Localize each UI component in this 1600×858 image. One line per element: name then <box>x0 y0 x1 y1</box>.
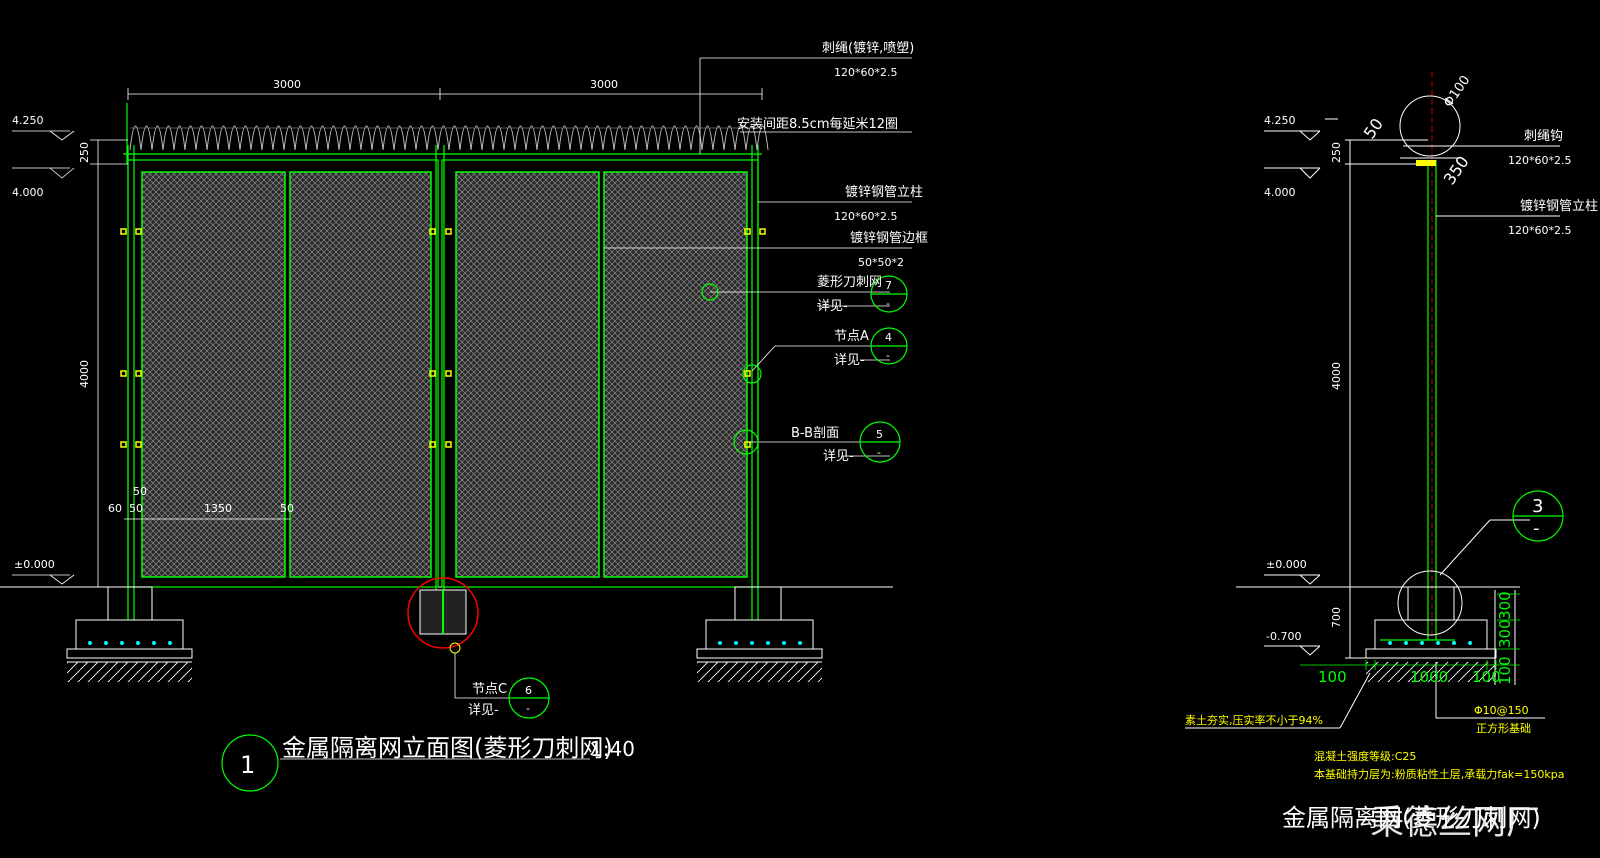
detail-bubbles-elevation <box>221 275 908 792</box>
dimension-lines-elevation <box>12 88 763 588</box>
callout-nodeA-sheet: - <box>886 349 890 362</box>
barbed-coil <box>129 125 769 151</box>
sec-level-4250: 4.250 <box>1264 114 1296 127</box>
mesh-panels <box>141 171 748 578</box>
sec-dim-300a: 300 <box>1496 591 1514 620</box>
callout-section-num: 5 <box>876 428 883 441</box>
sec-dim-dia: Φ100 <box>1441 73 1473 110</box>
section-bubble <box>1512 490 1564 542</box>
callout-mesh-see: 详见- <box>817 299 848 314</box>
callout-section-title: B-B剖面 <box>791 426 839 441</box>
sec-level-neg: -0.700 <box>1266 630 1301 643</box>
sec-dim-50: 50 <box>1360 115 1387 143</box>
section-dim-green <box>1300 593 1520 670</box>
callout-mesh-num: 7 <box>885 279 892 292</box>
hook-marker <box>1416 160 1436 166</box>
callout-barbed-title: 刺绳(镀锌,喷塑) <box>822 40 914 56</box>
sec-rebar: Φ10@150 <box>1474 704 1529 717</box>
callout-spacing: 安装间距8.5cm每延米12圈 <box>737 116 898 132</box>
drawing-number: 1 <box>240 751 255 779</box>
leader-lines-elevation <box>280 57 912 760</box>
callout-nodeA-title: 节点A <box>834 329 869 344</box>
callout-section-sheet: - <box>877 446 881 459</box>
dim-bottom-e: 50 <box>280 502 294 515</box>
watermark: 秉德丝网厂 <box>1370 803 1540 843</box>
callout-nodeA-num: 4 <box>885 331 892 344</box>
sec-detail-num: 3 <box>1532 496 1543 517</box>
rebar-dots <box>88 641 802 645</box>
footings-elevation <box>66 586 823 682</box>
callout-nodeA-see: 详见- <box>834 353 865 368</box>
callout-post-title: 镀锌钢管立柱 <box>845 184 923 200</box>
callout-frame-title: 镀锌钢管边框 <box>850 230 928 246</box>
callout-nodeC-num: 6 <box>525 684 532 697</box>
sec-dim-100b: 100 <box>1472 668 1501 686</box>
sec-level-4000: 4.000 <box>1264 186 1296 199</box>
dim-h-main: 4000 <box>78 360 91 388</box>
callout-nodeC-title: 节点C <box>472 682 507 697</box>
sec-hook-title: 刺绳钩 <box>1524 129 1563 144</box>
callout-barbed-spec: 120*60*2.5 <box>834 66 898 79</box>
elevation-text: 3000 3000 4.250 4.000 ±0.000 250 4000 50… <box>12 40 928 779</box>
sec-bearing-note: 本基础持力层为:粉质粘性土层,承载力fak=150kpa <box>1314 767 1565 781</box>
callout-section-see: 详见- <box>823 449 854 464</box>
sec-dim-h-main: 4000 <box>1330 362 1343 390</box>
elevation-view <box>0 103 893 620</box>
sec-backfill-note: 素土夯实,压实率不小于94% <box>1185 713 1323 727</box>
section-text: 4.250 4.000 ±0.000 -0.700 250 4000 700 Φ… <box>1185 73 1598 843</box>
dim-top-left: 3000 <box>273 78 301 91</box>
sec-post-title: 镀锌钢管立柱 <box>1520 198 1598 214</box>
section-rebar-dots <box>1388 641 1472 645</box>
dim-h-top: 250 <box>78 142 91 163</box>
dim-bottom-c: 50 <box>129 502 143 515</box>
callout-post-spec: 120*60*2.5 <box>834 210 898 223</box>
sec-dim-100v: 100 <box>1496 656 1514 685</box>
sec-post-spec: 120*60*2.5 <box>1508 224 1572 237</box>
node-c-detail <box>407 577 479 654</box>
level-0: ±0.000 <box>14 558 55 571</box>
callout-nodeC-see: 详见- <box>468 703 499 718</box>
barbed-wire <box>129 125 769 151</box>
section-structure <box>1185 95 1560 729</box>
level-4250: 4.250 <box>12 114 44 127</box>
sec-detail-sheet: - <box>1533 518 1540 539</box>
sec-dim-1000: 1000 <box>1410 668 1448 686</box>
dim-bottom-b: 60 <box>108 502 122 515</box>
sec-level-0: ±0.000 <box>1266 558 1307 571</box>
drawing-scale: 1:40 <box>590 737 635 761</box>
sec-dim-h-top: 250 <box>1330 142 1343 163</box>
sec-dim-100a: 100 <box>1318 668 1347 686</box>
section-view <box>1380 72 1455 641</box>
callout-nodeC-sheet: - <box>526 702 530 715</box>
sec-rebar-note: 正方形基础 <box>1476 721 1531 735</box>
sec-concrete-note: 混凝土强度等级:C25 <box>1314 749 1416 763</box>
dim-bottom-a: 50 <box>133 485 147 498</box>
sec-dim-found: 700 <box>1330 607 1343 628</box>
post-connectors <box>120 228 766 448</box>
sec-dim-300b: 300 <box>1496 619 1514 648</box>
drawing-title: 金属隔离网立面图(菱形刀刺网) <box>282 734 613 762</box>
callout-mesh-sheet: - <box>886 297 890 310</box>
level-4000: 4.000 <box>12 186 44 199</box>
sec-hook-spec: 120*60*2.5 <box>1508 154 1572 167</box>
callout-mesh-title: 菱形刀刺网 <box>817 275 882 290</box>
dim-top-right: 3000 <box>590 78 618 91</box>
dim-bottom-d: 1350 <box>204 502 232 515</box>
section-title: 金属隔离网(菱形刀刺网) <box>1282 804 1541 832</box>
callout-frame-spec: 50*50*2 <box>858 256 904 269</box>
